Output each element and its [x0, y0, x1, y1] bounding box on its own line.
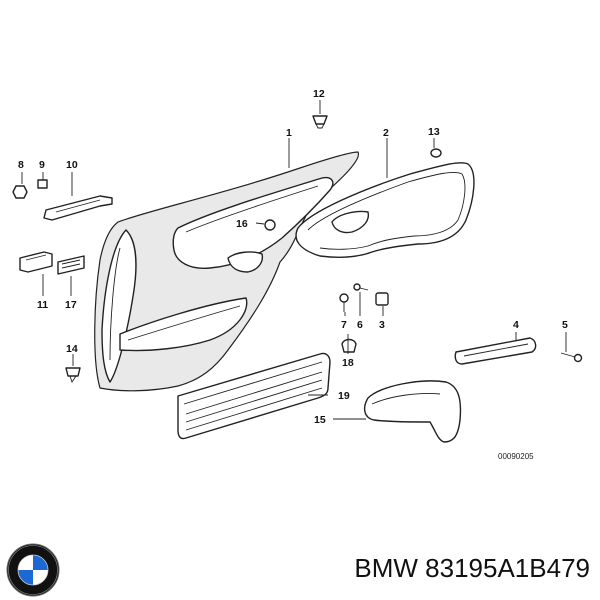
callout-12: 12: [313, 88, 325, 100]
leader-lines: [21, 100, 567, 420]
callout-10: 10: [66, 159, 78, 171]
callout-18: 18: [342, 357, 354, 369]
callout-15: 15: [314, 414, 326, 426]
callout-1: 1: [286, 127, 292, 139]
part-13-grommet: [430, 148, 442, 158]
part-17-cover: [57, 255, 85, 275]
callout-6: 6: [357, 319, 363, 331]
part-10-bracket: [43, 195, 113, 221]
callout-17: 17: [65, 299, 77, 311]
callout-7: 7: [341, 319, 347, 331]
part-18-clip: [341, 338, 357, 353]
callout-13: 13: [428, 126, 440, 138]
callout-19: 19: [338, 390, 350, 402]
part-5-screw: [560, 352, 583, 363]
part-7-screw: [339, 293, 349, 312]
part-19-map-pocket: [177, 352, 331, 440]
callout-11: 11: [37, 299, 48, 311]
bmw-roundel-icon: [6, 543, 60, 597]
callout-3: 3: [379, 319, 385, 331]
part-4-pull-handle: [454, 337, 537, 365]
callout-14: 14: [66, 343, 78, 355]
callout-numbers: 1 2 3 4 5 6 7 8 9 10 11 12 13 14 15 16 1…: [18, 88, 568, 426]
reference-code: 00090205: [498, 452, 534, 461]
part-11-handle-base: [19, 251, 53, 273]
part-6-screw: [353, 283, 369, 291]
part-15-door-pull: [363, 380, 462, 443]
callout-16: 16: [236, 218, 248, 230]
callout-8: 8: [18, 159, 24, 171]
callout-5: 5: [562, 319, 568, 331]
part-14-pin: [65, 367, 81, 384]
part-number-caption: BMW 83195A1B479: [354, 553, 590, 583]
callout-4: 4: [513, 319, 519, 331]
part-12-clip: [312, 115, 328, 129]
part-9-clip: [37, 179, 48, 189]
part-8-nut: [12, 185, 28, 199]
part-3-cap: [375, 292, 389, 306]
door-panel-part: [94, 151, 360, 392]
callout-9: 9: [39, 159, 45, 171]
armrest-trim-part: [295, 162, 475, 258]
callout-2: 2: [383, 127, 389, 139]
part-16-plug: [264, 219, 276, 231]
